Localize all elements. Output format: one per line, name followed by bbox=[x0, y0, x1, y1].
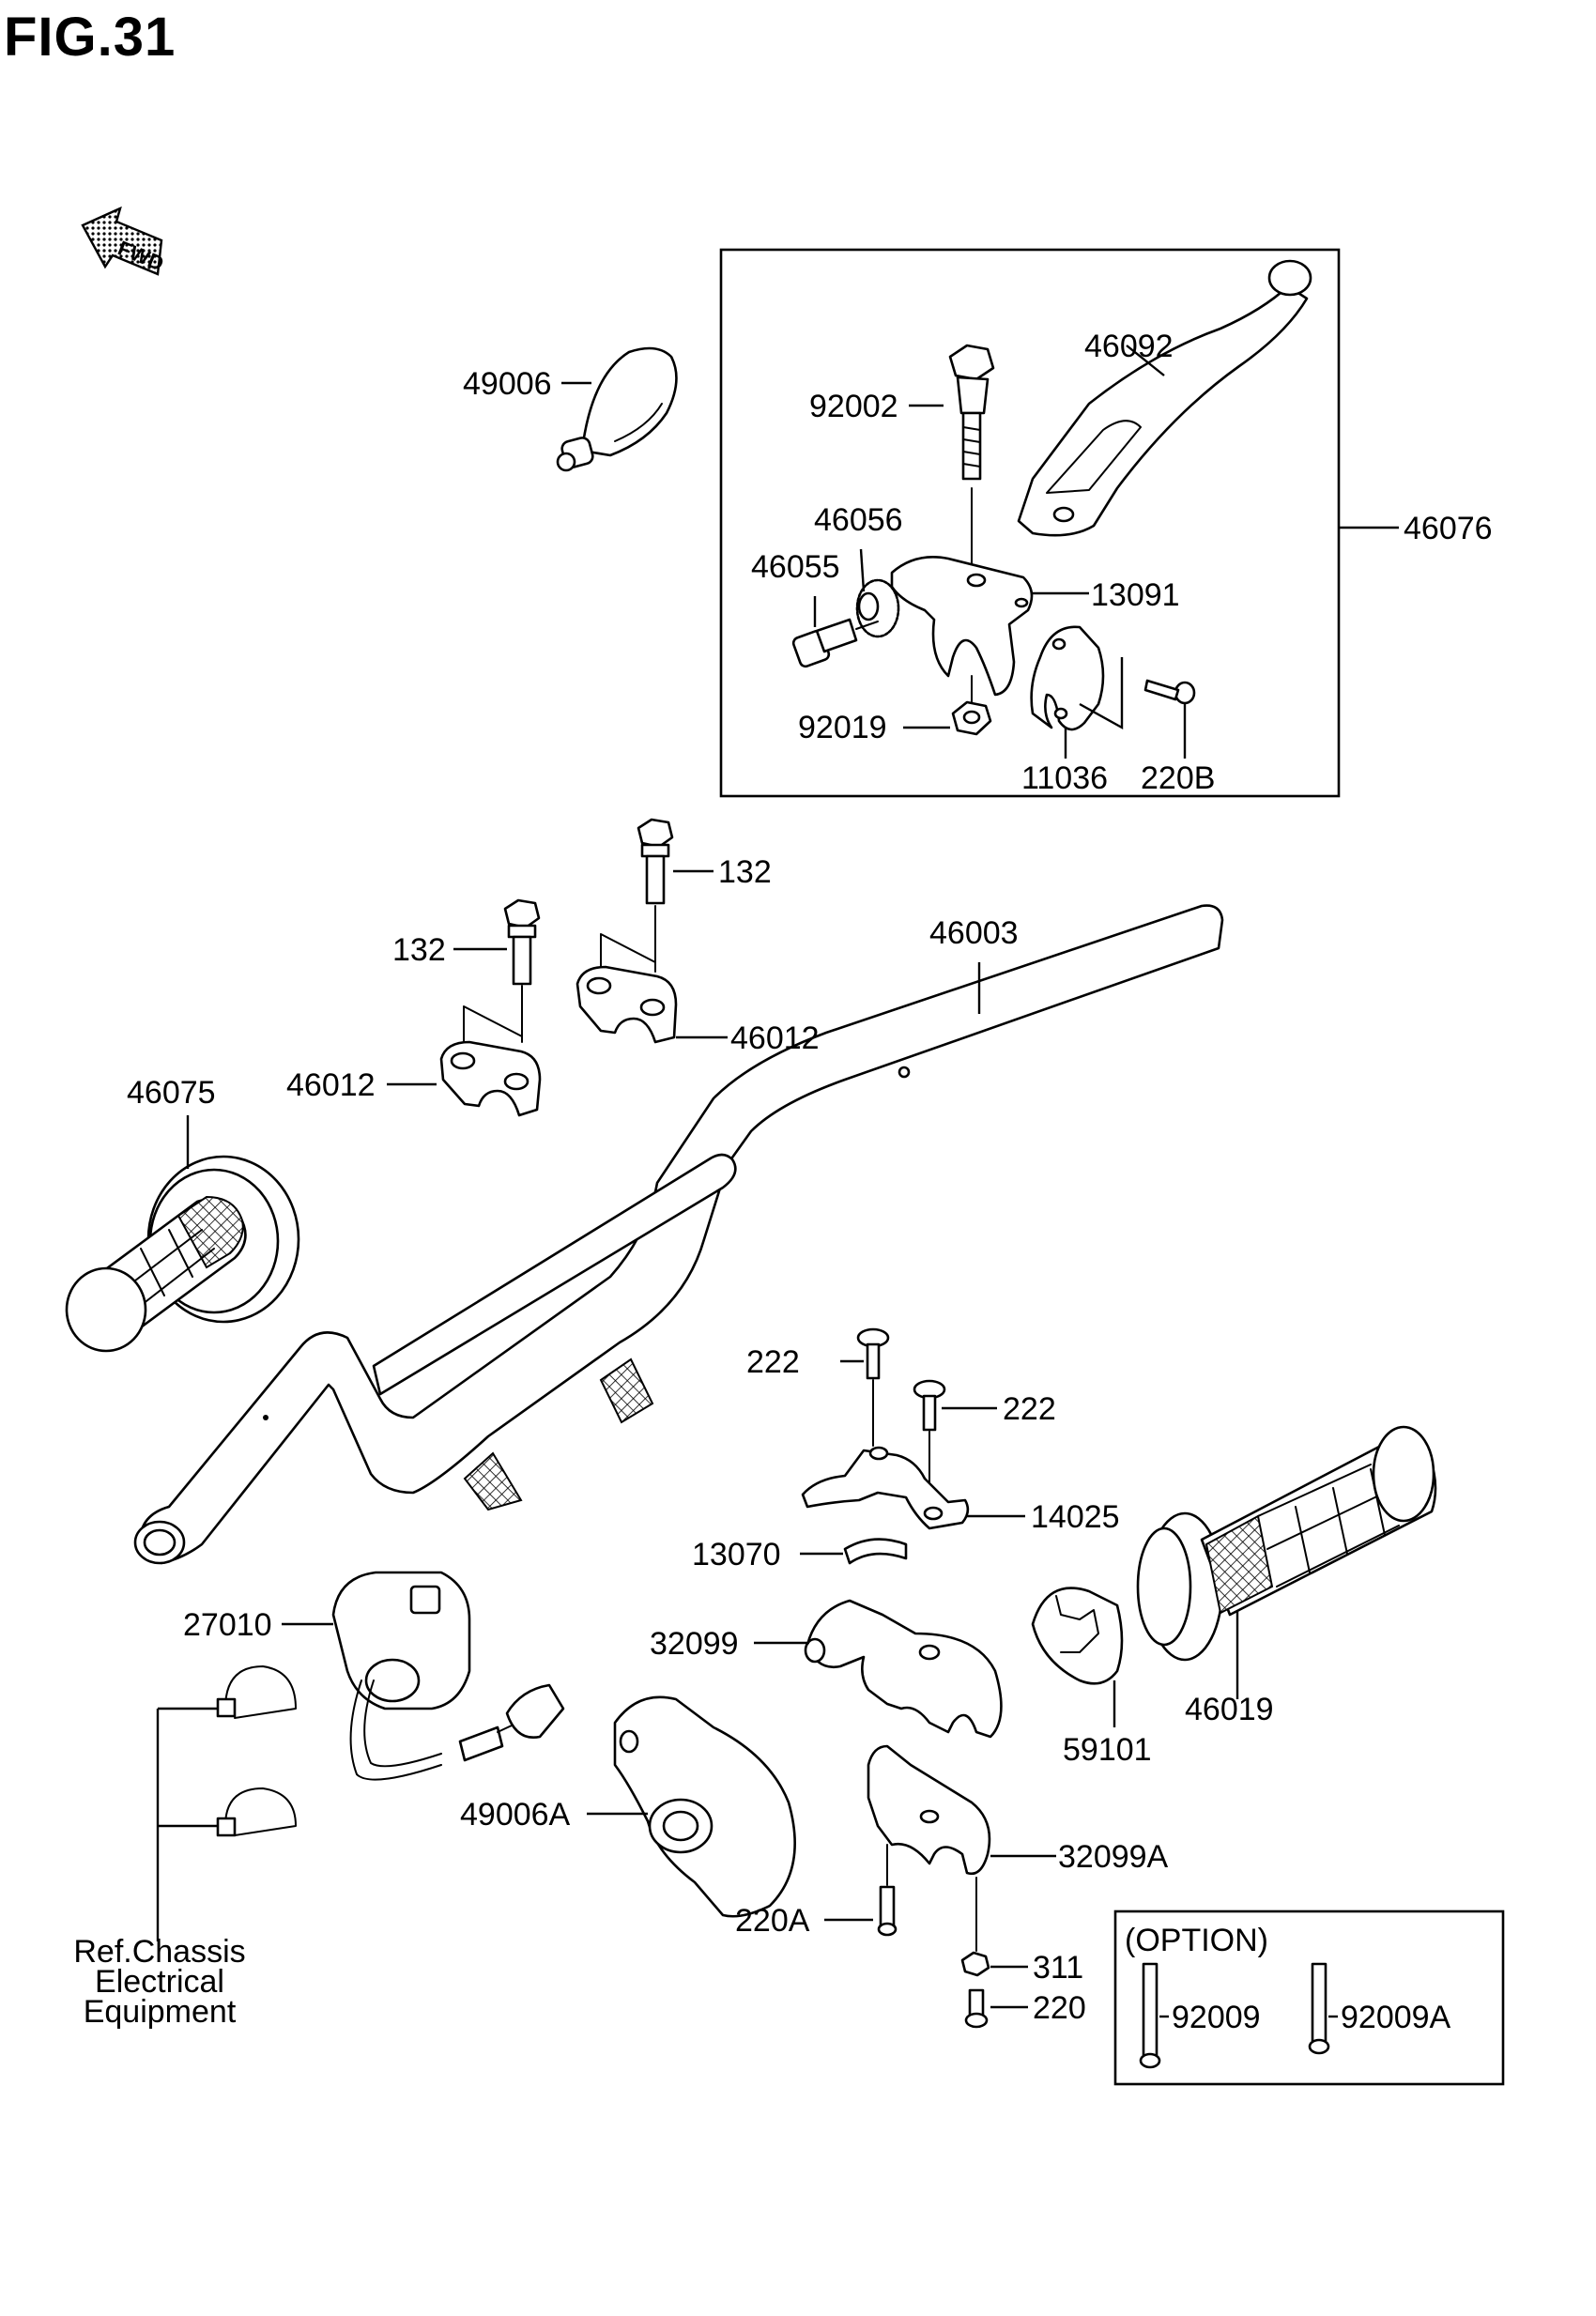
label-27010: 27010 bbox=[183, 1607, 272, 1643]
label-11036: 11036 bbox=[1021, 760, 1108, 796]
label-92002: 92002 bbox=[809, 389, 898, 424]
screw-220 bbox=[964, 1988, 989, 2029]
clamp-bolt-lower bbox=[463, 898, 541, 1043]
label-222-left: 222 bbox=[746, 1344, 800, 1380]
label-92019: 92019 bbox=[798, 710, 887, 745]
label-13091: 13091 bbox=[1091, 577, 1180, 613]
label-92009: 92009 bbox=[1172, 2000, 1261, 2035]
adjuster-wheel bbox=[855, 578, 900, 638]
label-14025: 14025 bbox=[1031, 1499, 1120, 1535]
label-46076: 46076 bbox=[1404, 511, 1493, 546]
label-46019: 46019 bbox=[1185, 1692, 1274, 1727]
lever-cover bbox=[556, 346, 678, 472]
label-46075: 46075 bbox=[127, 1075, 216, 1111]
handlebar-clamp-upper bbox=[575, 965, 678, 1044]
option-box-title: (OPTION) bbox=[1125, 1923, 1268, 1958]
label-46003: 46003 bbox=[929, 915, 1019, 951]
pivot-bolt bbox=[948, 344, 995, 574]
clamp-screw bbox=[1143, 679, 1196, 705]
label-220B: 220B bbox=[1141, 760, 1215, 796]
cable-ties bbox=[216, 1665, 297, 1837]
option-screw-92009A bbox=[1308, 1962, 1330, 2055]
label-220: 220 bbox=[1033, 1990, 1086, 2026]
label-46056: 46056 bbox=[814, 502, 903, 538]
right-grip bbox=[1136, 1425, 1437, 1662]
label-220A: 220A bbox=[735, 1903, 810, 1939]
label-46012-upper: 46012 bbox=[730, 1020, 820, 1056]
clutch-lever bbox=[1017, 259, 1312, 537]
label-49006A: 49006A bbox=[460, 1797, 571, 1833]
lever-nut bbox=[951, 675, 992, 736]
label-49006: 49006 bbox=[463, 366, 552, 402]
leader-lines bbox=[156, 345, 1399, 2018]
switch-cover bbox=[613, 1695, 796, 1918]
label-32099: 32099 bbox=[650, 1626, 739, 1662]
label-46055: 46055 bbox=[751, 549, 840, 585]
label-46092: 46092 bbox=[1084, 329, 1174, 364]
figure-title: FIG.31 bbox=[4, 7, 176, 68]
ref-note-line-1: Ref.Chassis bbox=[73, 1934, 245, 1970]
label-132-lower: 132 bbox=[392, 932, 446, 968]
label-222-right: 222 bbox=[1003, 1391, 1056, 1427]
kill-switch bbox=[331, 1571, 565, 1781]
label-311: 311 bbox=[1033, 1950, 1083, 1986]
ref-note-line-3: Equipment bbox=[84, 1994, 237, 2030]
cable-guide bbox=[843, 1538, 908, 1565]
forward-arrow-icon: FWD bbox=[81, 206, 167, 276]
screw-222-b bbox=[913, 1379, 946, 1503]
nut-311 bbox=[960, 1877, 990, 1977]
handlebar bbox=[133, 904, 1224, 1565]
screw-222-a bbox=[856, 1327, 890, 1447]
label-13070: 13070 bbox=[692, 1537, 781, 1572]
label-46012-lower: 46012 bbox=[286, 1067, 376, 1103]
lever-bracket bbox=[890, 556, 1034, 697]
throttle-housing-lower bbox=[867, 1744, 991, 1876]
handlebar-clamp-lower bbox=[439, 1040, 542, 1117]
lever-assembly-box bbox=[719, 248, 1341, 798]
part-labels: 49006 46092 92002 46056 46055 13091 4607… bbox=[73, 329, 1492, 2035]
label-32099A: 32099A bbox=[1058, 1839, 1169, 1875]
label-59101: 59101 bbox=[1063, 1732, 1152, 1768]
throttle-housing bbox=[804, 1599, 1003, 1739]
adjuster-bolt bbox=[791, 618, 879, 668]
lever-clamp bbox=[1030, 625, 1105, 731]
left-grip bbox=[65, 1155, 300, 1353]
throttle-pipe bbox=[1031, 1587, 1124, 1685]
clamp-bolt-upper bbox=[600, 818, 674, 973]
label-132-upper: 132 bbox=[718, 854, 772, 890]
label-92009A: 92009A bbox=[1341, 2000, 1451, 2035]
throttle-cover bbox=[801, 1446, 970, 1530]
option-screw-92009 bbox=[1139, 1962, 1161, 2069]
option-box bbox=[1113, 1910, 1505, 2086]
ref-note-line-2: Electrical bbox=[95, 1964, 224, 2000]
screw-220A bbox=[877, 1844, 898, 1937]
